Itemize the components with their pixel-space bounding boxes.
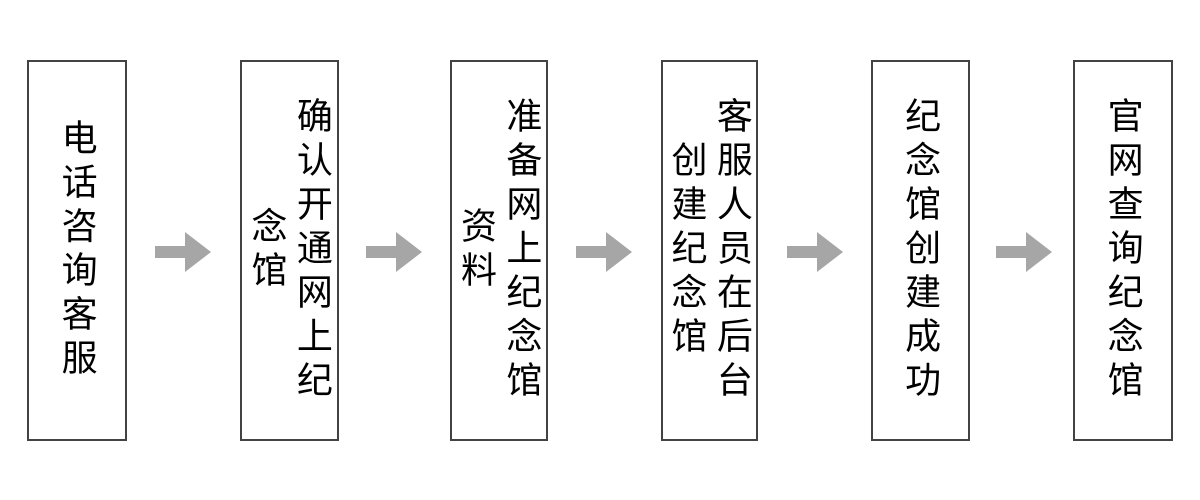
flow-node-label: 纪念馆创建成功 [900,96,942,405]
flow-node-step-4[interactable]: 客服人员在后台创建纪念馆 [661,60,758,441]
flow-node-step-5[interactable]: 纪念馆创建成功 [871,60,970,441]
arrow-right-icon [787,232,843,272]
flow-node-step-1[interactable]: 电话咨询客服 [27,60,127,441]
flow-node-label: 官网查询纪念馆 [1102,96,1144,405]
arrow-right-icon [366,232,422,272]
flow-node-label: 确认开通网上纪念馆 [246,96,333,405]
flow-node-step-3[interactable]: 准备网上纪念馆资料 [450,60,548,441]
flow-node-label: 准备网上纪念馆资料 [456,96,543,405]
arrow-right-icon [576,232,632,272]
arrow-right-icon [996,232,1052,272]
flow-node-label: 电话咨询客服 [56,118,98,383]
flow-node-step-2[interactable]: 确认开通网上纪念馆 [240,60,339,441]
flow-node-step-6[interactable]: 官网查询纪念馆 [1073,60,1173,441]
arrow-right-icon [155,232,211,272]
flow-node-label: 客服人员在后台创建纪念馆 [666,96,753,405]
